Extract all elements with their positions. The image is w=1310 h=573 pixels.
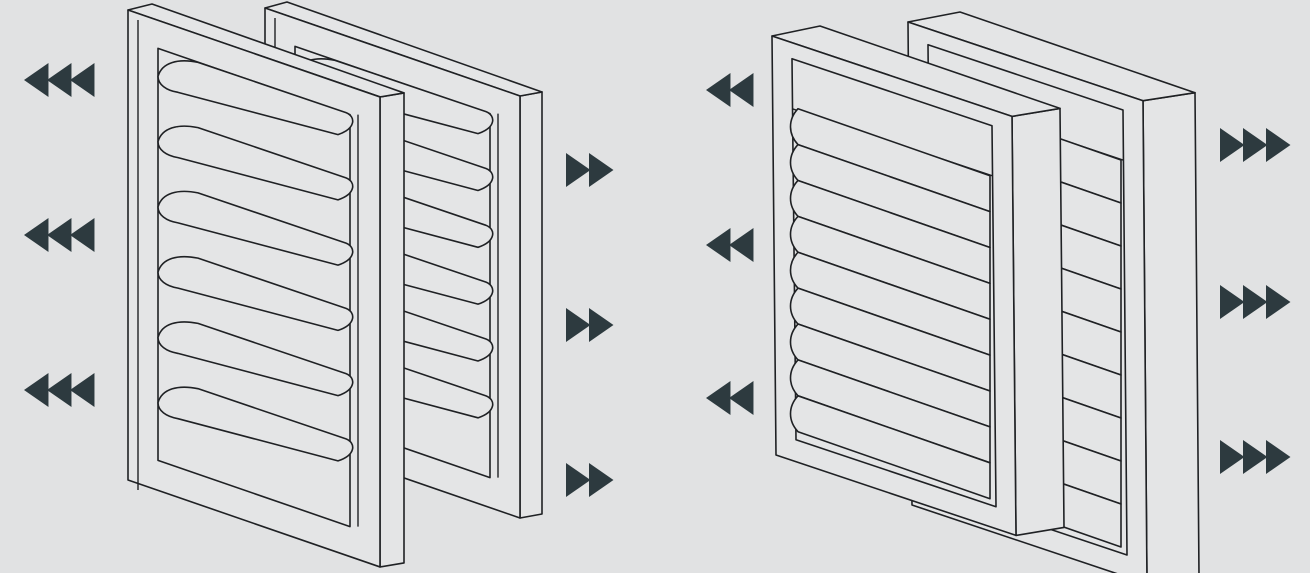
arrow-right-icon: [1243, 440, 1267, 474]
arrow-left-icon: [706, 73, 730, 107]
arrow-right-icon: [589, 153, 613, 187]
arrow-left-icon: [47, 63, 71, 97]
panel-side-face: [520, 92, 542, 518]
arrow-left-icon: [706, 381, 730, 415]
arrow-right-icon: [1220, 128, 1244, 162]
arrow-left-icon: [706, 228, 730, 262]
arrow-right-icon: [1266, 285, 1290, 319]
open-louver-group: [128, 2, 542, 567]
arrow-left-icon: [70, 373, 94, 407]
arrow-right-icon: [589, 463, 613, 497]
arrow-right-icon: [589, 308, 613, 342]
arrow-right-icon: [1220, 285, 1244, 319]
arrow-left-icon: [729, 73, 753, 107]
front-louver-panel-closed: [772, 26, 1064, 535]
arrow-left-icon: [24, 373, 48, 407]
arrow-right-icon: [1266, 440, 1290, 474]
arrow-left-icon: [729, 228, 753, 262]
arrow-right-icon: [1220, 440, 1244, 474]
arrow-right-icon: [566, 463, 590, 497]
arrow-left-icon: [47, 373, 71, 407]
arrow-right-icon: [1243, 128, 1267, 162]
arrow-right-icon: [566, 308, 590, 342]
arrow-left-icon: [70, 63, 94, 97]
panel-side-face: [1012, 108, 1064, 535]
arrow-left-icon: [47, 218, 71, 252]
closed-louver-group: [772, 12, 1199, 573]
arrow-left-icon: [24, 218, 48, 252]
arrow-left-icon: [70, 218, 94, 252]
arrow-right-icon: [1243, 285, 1267, 319]
arrow-right-icon: [1266, 128, 1290, 162]
panel-side-face: [1143, 93, 1199, 573]
arrow-left-icon: [729, 381, 753, 415]
arrow-right-icon: [566, 153, 590, 187]
arrow-left-icon: [24, 63, 48, 97]
panel-side-face: [380, 93, 404, 567]
front-louver-panel-open: [128, 4, 404, 567]
